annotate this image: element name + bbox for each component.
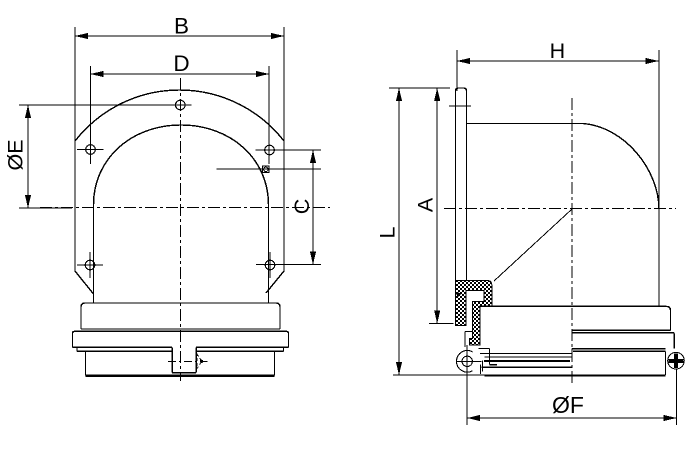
- svg-text:C: C: [290, 199, 314, 215]
- svg-text:A: A: [414, 197, 438, 212]
- svg-text:ØE: ØE: [4, 139, 28, 170]
- svg-text:H: H: [550, 39, 566, 63]
- svg-text:B: B: [174, 14, 189, 39]
- svg-text:L: L: [376, 226, 400, 238]
- svg-text:D: D: [173, 51, 189, 76]
- svg-text:ØF: ØF: [552, 392, 584, 418]
